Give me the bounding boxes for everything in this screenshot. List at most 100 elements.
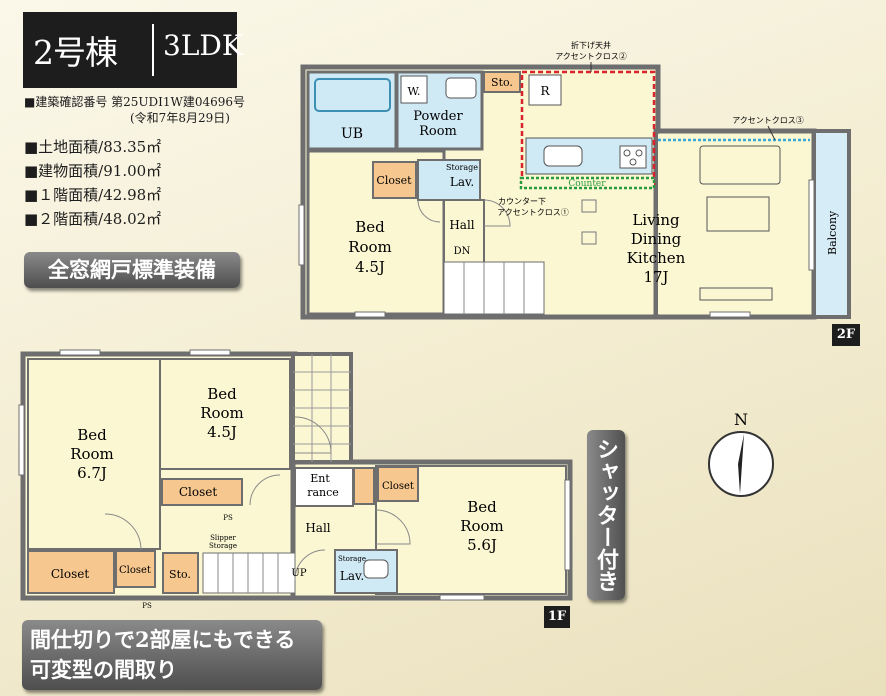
closetA2-label: Closet <box>119 565 151 576</box>
table-icon <box>706 196 770 232</box>
permit-number: ■建築確認番号 第25UDI1W建04696号 <box>24 95 246 109</box>
sink-icon <box>445 77 477 99</box>
lav-1f-label: Lav. <box>340 569 364 583</box>
window <box>298 204 305 266</box>
accent-ceiling-border <box>520 70 656 186</box>
storage-2f-label: Storage <box>446 163 478 172</box>
entrance <box>294 467 354 507</box>
bedroom-a <box>27 358 161 550</box>
closet-2f-label: Closet <box>376 174 412 187</box>
lav-2f <box>417 159 481 201</box>
bedC-label-3: 5.6J <box>467 536 497 554</box>
ldk-label-1: Living <box>632 211 680 229</box>
ps-label: PS <box>142 602 152 610</box>
bedroom-b <box>159 358 291 470</box>
floor1-label: 1F <box>544 606 570 628</box>
bedC-label-1: Bed <box>467 498 497 516</box>
screen-badge: 全窓網戸標準装備 <box>24 252 240 288</box>
hall-2f-label: Hall <box>449 218 474 232</box>
slipper-label-1: Slipper <box>210 534 236 542</box>
floor2-label: 2F <box>832 324 860 346</box>
lav-2f-label: Lav. <box>450 175 474 189</box>
north-label: N <box>734 410 748 429</box>
bed2f-label-2: Room <box>348 238 392 256</box>
bathtub-icon <box>314 78 391 112</box>
bedB-label-3: 4.5J <box>207 423 237 441</box>
door-swing <box>104 513 142 551</box>
shutter-badge: シャッター付き <box>587 430 625 600</box>
window <box>439 594 485 601</box>
title-divider <box>152 24 154 76</box>
counter-label: Counter <box>568 179 606 189</box>
porch-tiles <box>293 354 351 462</box>
land-area: ■土地面積/83.35㎡ <box>24 138 162 156</box>
closet-2f <box>372 161 417 199</box>
bedA-label-3: 6.7J <box>77 464 107 482</box>
window <box>18 404 25 476</box>
closet-b <box>161 478 243 506</box>
burner-icon <box>635 149 643 157</box>
ldk-fill <box>658 134 810 314</box>
counter-accent <box>519 176 656 190</box>
flexible-line-1: 間仕切りで2部屋にもできる <box>30 627 296 652</box>
closet-a2 <box>115 550 156 588</box>
burner-icon <box>629 158 637 166</box>
floor2-area: ■２階面積/48.02㎡ <box>24 210 162 228</box>
powder-label-2: Room <box>419 124 457 139</box>
bedB-label-1: Bed <box>207 385 237 403</box>
closet-c <box>377 466 419 502</box>
r-label: R <box>540 84 550 98</box>
slipper-label-2: Storage <box>209 542 237 550</box>
chair-icon <box>581 199 597 213</box>
ldk-label-2: Dining <box>631 230 682 248</box>
stairs-2f <box>443 261 545 315</box>
powder-label-1: Powder <box>413 109 463 124</box>
ceiling-note-1: 折下げ天井 <box>571 40 611 50</box>
ps-label: PS <box>223 514 233 522</box>
up-label: UP <box>291 568 306 579</box>
stairs-1f <box>202 552 296 594</box>
closet-a <box>27 550 115 594</box>
bed2f-label-1: Bed <box>355 218 385 236</box>
dn-label: DN <box>454 246 471 257</box>
entrance-label-2: rance <box>307 486 339 499</box>
door-swing <box>294 549 326 581</box>
accent3-note: アクセントクロス③ <box>732 116 804 125</box>
building-area: ■建物面積/91.00㎡ <box>24 162 162 180</box>
ub-label: UB <box>341 126 363 142</box>
door-swing <box>249 474 281 506</box>
sto-room <box>483 71 521 93</box>
sto-1f <box>162 552 199 594</box>
door-swing <box>483 199 511 227</box>
counter-note-1: カウンター下 <box>498 197 546 206</box>
hall-1f-label: Hall <box>305 521 330 535</box>
bedB-label-2: Room <box>200 404 244 422</box>
bedA-label-1: Bed <box>77 426 107 444</box>
accent3-leader <box>767 125 776 141</box>
balcony-label: Balcony <box>826 210 839 255</box>
ldk-label-3: Kitchen <box>627 249 686 267</box>
window <box>59 349 101 356</box>
flexible-line-2: 可変型の間取り <box>30 657 177 682</box>
washer-icon <box>400 75 428 104</box>
bedA-label-2: Room <box>70 445 114 463</box>
window <box>189 349 231 356</box>
stove-icon <box>619 145 647 169</box>
toilet-icon <box>363 559 389 579</box>
floor1-area: ■１階面積/42.98㎡ <box>24 186 162 204</box>
fridge-icon <box>528 74 562 106</box>
storage-1f-label: Storage <box>338 555 366 563</box>
permit-date: (令和7年8月29日) <box>130 111 230 125</box>
closetC-label: Closet <box>382 481 414 492</box>
title-box: 2号棟 3LDK <box>23 12 243 88</box>
compass: N <box>708 410 774 497</box>
sto-label: Sto. <box>491 76 513 89</box>
shoe-closet <box>353 467 375 505</box>
entrance-label-1: Ent <box>310 472 330 485</box>
closetA-label: Closet <box>51 567 90 581</box>
chair-icon <box>581 231 597 245</box>
tv-board-icon <box>699 287 773 301</box>
ldk-label-4: 17J <box>643 268 668 286</box>
burner-icon <box>623 149 631 157</box>
